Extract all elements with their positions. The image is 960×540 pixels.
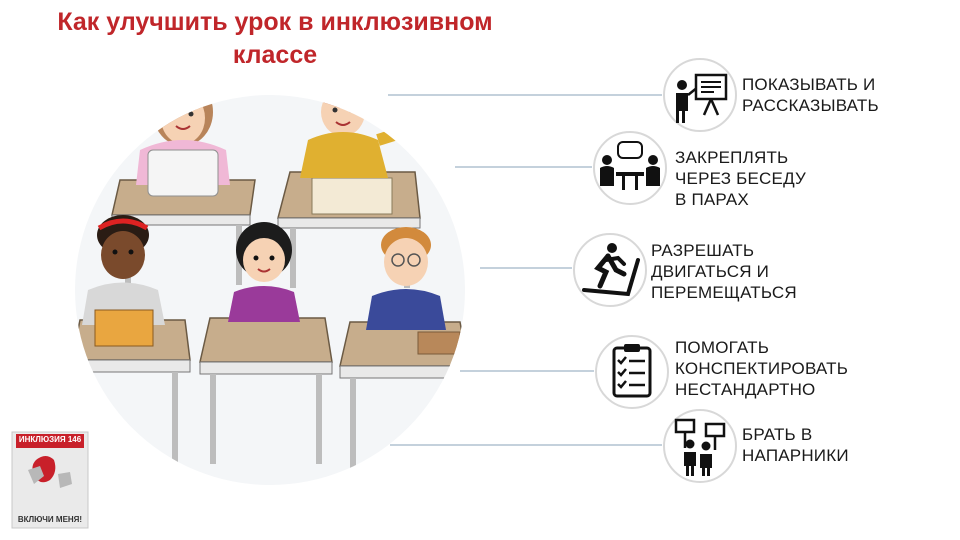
item-label-3: РАЗРЕШАТЬ ДВИГАТЬСЯ И ПЕРЕМЕЩАТЬСЯ [651,241,797,302]
item-label-1: ПОКАЗЫВАТЬ И РАССКАЗЫВАТЬ [742,75,879,115]
logo-bottom-text: ВКЛЮЧИ МЕНЯ! [17,515,83,524]
title-line-1: Как улучшить урок в инклюзивном [57,8,493,36]
connector-lines [388,94,662,446]
page-title: Как улучшить урок в инклюзивном классе [0,6,550,72]
treadmill-runner-icon [573,233,647,307]
title-line-2: классе [232,41,318,69]
logo-top-text: ИНКЛЮЗИЯ 146 [18,435,82,444]
partners-icon [663,409,737,483]
girl-center [228,222,300,322]
presentation-icon [663,58,737,132]
item-label-4: ПОМОГАТЬ КОНСПЕКТИРОВАТЬ НЕСТАНДАРТНО [675,338,849,399]
pair-talk-icon [593,131,667,205]
boy-with-glasses [366,227,461,355]
checklist-icon [595,335,669,409]
item-label-5: БРАТЬ В НАПАРНИКИ [742,425,849,465]
inclusion-logo [11,431,89,529]
item-label-2: ЗАКРЕПЛЯТЬ ЧЕРЕЗ БЕСЕДУ В ПАРАХ [675,148,806,209]
desk-back-right [277,171,421,288]
girl-reading [82,215,165,347]
